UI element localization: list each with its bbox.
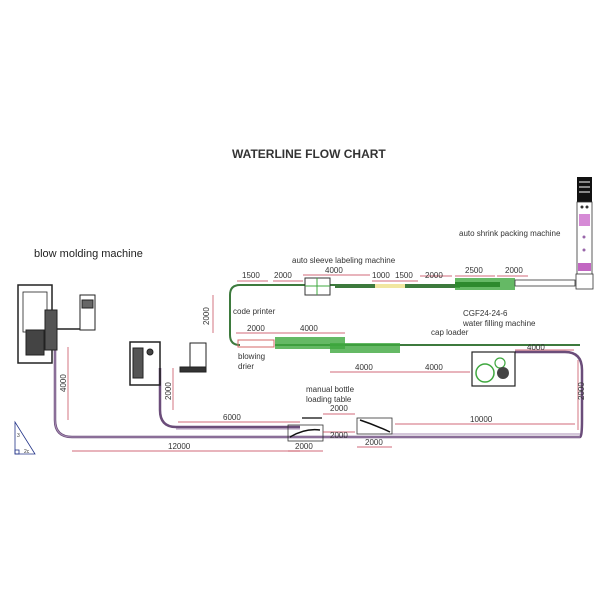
label-code-printer: code printer bbox=[233, 307, 276, 316]
label-cap-loader: cap loader bbox=[431, 328, 469, 337]
dim-10000: 10000 bbox=[470, 415, 493, 424]
dim-2000-vertical: 2000 bbox=[577, 382, 586, 400]
second-machine-drawing bbox=[129, 341, 207, 386]
conveyor-segment bbox=[455, 282, 500, 287]
dim-2500: 2500 bbox=[465, 266, 483, 275]
conveyor-rollers bbox=[514, 279, 576, 287]
dim-12000: 12000 bbox=[168, 442, 191, 451]
dim-4000: 4000 bbox=[325, 266, 343, 275]
dim-2000: 2000 bbox=[365, 438, 383, 447]
shrink-packer-drawing bbox=[575, 177, 594, 290]
sleeve-labeler bbox=[304, 277, 331, 296]
conveyor-segment bbox=[330, 343, 400, 353]
label-drier: drier bbox=[238, 362, 255, 371]
dim-4000: 4000 bbox=[355, 363, 373, 372]
dim-2000-vertical: 2000 bbox=[202, 307, 211, 325]
label-auto-shrink: auto shrink packing machine bbox=[459, 229, 561, 238]
top-conveyor bbox=[229, 284, 580, 346]
dim-1500: 1500 bbox=[395, 271, 413, 280]
dim-2000: 2000 bbox=[295, 442, 313, 451]
triangle-base: 2c bbox=[24, 449, 30, 455]
triangle-side: 3 bbox=[17, 433, 20, 439]
conveyor-segment bbox=[275, 337, 345, 349]
dim-1000: 1000 bbox=[372, 271, 390, 280]
blow-molding-machine-drawing bbox=[17, 284, 96, 364]
dim-6000: 6000 bbox=[223, 413, 241, 422]
blowing-drier-box bbox=[237, 339, 275, 348]
dim-4000-vertical: 4000 bbox=[59, 374, 68, 392]
dim-2000: 2000 bbox=[247, 324, 265, 333]
label-blow-molding: blow molding machine bbox=[34, 248, 143, 260]
label-manual-bottle: manual bottle bbox=[306, 385, 355, 394]
scale-triangle bbox=[14, 420, 36, 455]
dim-2000: 2000 bbox=[425, 271, 443, 280]
label-loading-table: loading table bbox=[306, 395, 352, 404]
label-blowing: blowing bbox=[238, 352, 266, 361]
dimension-lines bbox=[67, 274, 579, 452]
dim-2000: 2000 bbox=[274, 271, 292, 280]
label-filler-name: water filling machine bbox=[463, 319, 536, 328]
dim-2000-vertical: 2000 bbox=[164, 382, 173, 400]
dim-4000: 4000 bbox=[425, 363, 443, 372]
label-auto-sleeve: auto sleeve labeling machine bbox=[292, 256, 396, 265]
yellow-segment bbox=[375, 284, 405, 288]
dim-1500: 1500 bbox=[242, 271, 260, 280]
dim-4000: 4000 bbox=[300, 324, 318, 333]
label-filler-model: CGF24-24-6 bbox=[463, 309, 508, 318]
dim-2000: 2000 bbox=[505, 266, 523, 275]
water-filling-machine-drawing bbox=[471, 351, 516, 387]
dim-2000: 2000 bbox=[330, 431, 348, 440]
manual-loading-tables bbox=[287, 417, 393, 442]
page-title: WATERLINE FLOW CHART bbox=[232, 147, 386, 161]
dim-2000: 2000 bbox=[330, 404, 348, 413]
dim-4000: 4000 bbox=[527, 343, 545, 352]
